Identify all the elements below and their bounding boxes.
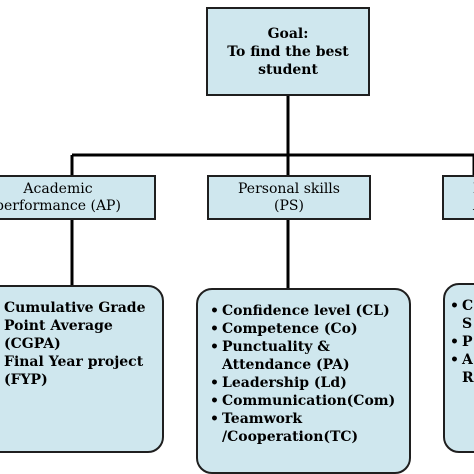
bullet-icon: • xyxy=(210,411,219,427)
leaf-right-item-2-text: P xyxy=(462,334,473,350)
leaf-ps-item-tc-text-2: /Cooperation(TC) xyxy=(222,429,359,445)
criterion-ps-line-1: Personal skills xyxy=(238,180,340,197)
leaf-right-item-3-text-1: A xyxy=(462,352,473,368)
leaf-ps-item-com-text: Communication(Com) xyxy=(222,393,396,409)
bullet-icon: • xyxy=(210,339,219,355)
bullet-icon: • xyxy=(210,303,219,319)
leaf-ps-item-tc-text-1: Teamwork xyxy=(222,411,303,427)
criterion-ap-line-1: Academic xyxy=(23,180,93,197)
leaf-ps-list: •Confidence level (CL) •Competence (Co) … xyxy=(210,302,409,446)
leaf-ps-item-pa-line-2: Attendance (PA) xyxy=(210,356,409,374)
leaf-right-item-2-line-1: •P xyxy=(450,333,474,351)
bullet-icon: • xyxy=(210,321,219,337)
leaf-right-item-1-text-2: S xyxy=(462,316,473,332)
leaf-personal-skills: •Confidence level (CL) •Competence (Co) … xyxy=(196,288,411,474)
leaf-ps-item-ld: •Leadership (Ld) xyxy=(210,374,409,392)
leaf-ps-item-ld-line-1: •Leadership (Ld) xyxy=(210,374,409,392)
bullet-icon: • xyxy=(450,352,459,368)
leaf-ps-item-ld-text: Leadership (Ld) xyxy=(222,375,347,391)
leaf-ps-item-co-text: Competence (Co) xyxy=(222,321,358,337)
leaf-ap-list: Cumulative Grade Point Average (CGPA) Fi… xyxy=(4,299,162,389)
leaf-right-item-2: •P xyxy=(450,333,474,351)
criterion-ap-line-2: performance (AP) xyxy=(0,197,121,214)
goal-text-line-2: student xyxy=(258,61,318,78)
leaf-ap-item-fyp-line-2: (FYP) xyxy=(4,372,48,388)
leaf-ps-item-com: •Communication(Com) xyxy=(210,392,409,410)
criterion-ps-line-2: (PS) xyxy=(274,197,304,214)
leaf-ps-item-co: •Competence (Co) xyxy=(210,320,409,338)
bullet-icon: • xyxy=(450,298,459,314)
leaf-ps-item-cl: •Confidence level (CL) xyxy=(210,302,409,320)
leaf-ap-item-cgpa-line-1: Cumulative Grade xyxy=(4,300,146,316)
leaf-ap-item-cgpa: Cumulative Grade Point Average (CGPA) xyxy=(4,299,162,353)
leaf-right-item-3: •A R xyxy=(450,351,474,387)
leaf-ps-item-pa-text-2: Attendance (PA) xyxy=(222,357,350,373)
leaf-ps-item-com-line-1: •Communication(Com) xyxy=(210,392,409,410)
bullet-icon: • xyxy=(210,375,219,391)
leaf-right-list: •C S •P •A R xyxy=(450,297,474,387)
leaf-ps-item-co-line-1: •Competence (Co) xyxy=(210,320,409,338)
leaf-ps-item-tc-line-1: •Teamwork xyxy=(210,410,409,428)
leaf-right-item-1-line-2: S xyxy=(450,315,474,333)
leaf-ps-item-pa-line-1: •Punctuality & xyxy=(210,338,409,356)
leaf-right-item-3-line-2: R xyxy=(450,369,474,387)
goal-node: Goal: To find the best student xyxy=(206,7,370,96)
leaf-ps-item-cl-line-1: •Confidence level (CL) xyxy=(210,302,409,320)
leaf-right-item-3-text-2: R xyxy=(462,370,474,386)
leaf-academic-performance: Cumulative Grade Point Average (CGPA) Fi… xyxy=(0,285,164,453)
leaf-ps-item-cl-text: Confidence level (CL) xyxy=(222,303,390,319)
bullet-icon: • xyxy=(450,334,459,350)
leaf-ap-item-fyp-line-1: Final Year project xyxy=(4,354,144,370)
leaf-right-item-1: •C S xyxy=(450,297,474,333)
leaf-ps-item-pa: •Punctuality & Attendance (PA) xyxy=(210,338,409,374)
leaf-third-partial: •C S •P •A R xyxy=(443,283,474,453)
leaf-ps-item-tc-line-2: /Cooperation(TC) xyxy=(210,428,409,446)
leaf-ap-item-cgpa-line-2: Point Average xyxy=(4,318,113,334)
leaf-ps-item-pa-text-1: Punctuality & xyxy=(222,339,330,355)
leaf-ap-item-cgpa-line-3: (CGPA) xyxy=(4,336,61,352)
goal-label: Goal: xyxy=(267,25,309,42)
leaf-right-item-1-line-1: •C xyxy=(450,297,474,315)
criterion-right-line-2: A xyxy=(473,198,474,215)
leaf-right-item-1-text-1: C xyxy=(462,298,474,314)
criterion-third-partial: E A xyxy=(442,175,474,220)
criterion-academic-performance: Academic performance (AP) xyxy=(0,175,156,220)
bullet-icon: • xyxy=(210,393,219,409)
criterion-personal-skills: Personal skills (PS) xyxy=(207,175,371,220)
leaf-ps-item-tc: •Teamwork /Cooperation(TC) xyxy=(210,410,409,446)
criterion-right-line-1: E xyxy=(473,181,474,198)
leaf-right-item-3-line-1: •A xyxy=(450,351,474,369)
leaf-ap-item-fyp: Final Year project (FYP) xyxy=(4,353,162,389)
goal-text-line-1: To find the best xyxy=(227,43,349,60)
